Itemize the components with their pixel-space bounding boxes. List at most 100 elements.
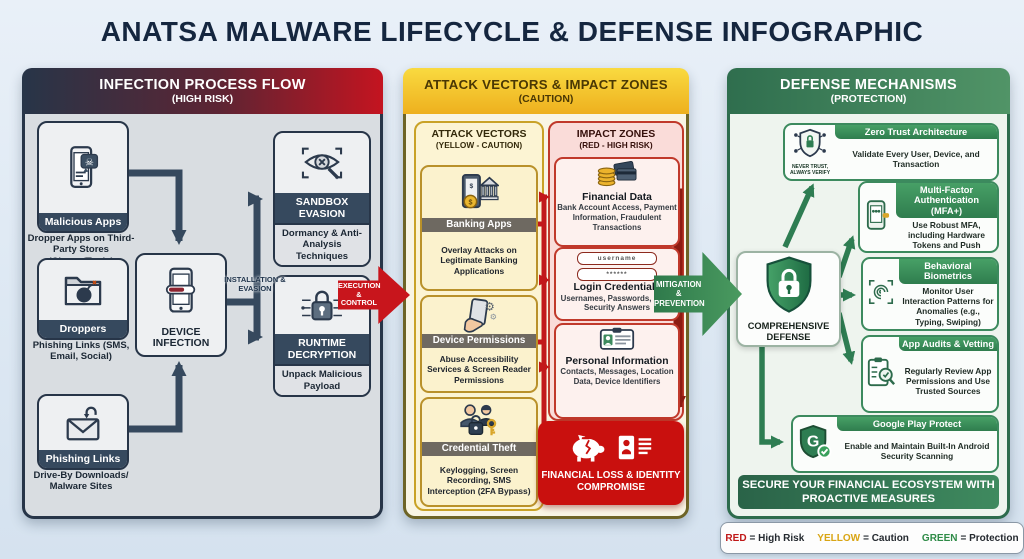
attack-panel-title: ATTACK VECTORS & IMPACT ZONES bbox=[424, 77, 668, 93]
installation-evasion-label: INSTALLATION & EVASION bbox=[224, 275, 286, 293]
legend-red-meaning: = High Risk bbox=[749, 532, 805, 544]
financial-data-label: Financial Data bbox=[582, 192, 652, 203]
attack-panel: ATTACK VECTORS & IMPACT ZONES (CAUTION) … bbox=[403, 68, 689, 519]
svg-text:⚙: ⚙ bbox=[490, 313, 497, 322]
zero-trust-label: Zero Trust Architecture bbox=[835, 125, 997, 140]
phishing-links-icon bbox=[39, 396, 127, 450]
zero-trust-card: NEVER TRUST, ALWAYS VERIFY Zero Trust Ar… bbox=[783, 123, 999, 181]
banking-apps-caption: Overlay Attacks on Legitimate Banking Ap… bbox=[440, 244, 518, 276]
credential-theft-caption: Keylogging, Screen Recording, SMS Interc… bbox=[427, 464, 531, 496]
mfa-icon bbox=[866, 199, 890, 236]
legend-item-yellow: YELLOW = Caution bbox=[817, 533, 909, 544]
defense-panel-header: DEFENSE MECHANISMS (PROTECTION) bbox=[727, 68, 1010, 114]
play-protect-shield-icon: G bbox=[798, 424, 832, 465]
device-infection-icon bbox=[137, 255, 225, 327]
fingerprint-icon bbox=[867, 278, 895, 311]
identity-document-icon bbox=[617, 434, 653, 466]
mfa-label: Multi-Factor Authentication (MFA+) bbox=[896, 183, 997, 219]
phishing-links-label: Phishing Links bbox=[39, 449, 127, 468]
legend-yellow-meaning: = Caution bbox=[863, 532, 909, 544]
broken-piggy-bank-icon bbox=[569, 433, 609, 467]
sandbox-evasion-caption: Dormancy & Anti-Analysis Techniques bbox=[275, 222, 369, 265]
device-permissions-icon: ⚙ ⚙ bbox=[422, 297, 536, 334]
runtime-decryption-caption: Unpack Malicious Payload bbox=[275, 364, 369, 395]
droppers-icon bbox=[39, 260, 127, 320]
login-credentials-caption: Usernames, Passwords, PINs, Security Ans… bbox=[560, 293, 674, 313]
zero-trust-caption: Validate Every User, Device, and Transac… bbox=[852, 149, 980, 170]
infection-panel-header: INFECTION PROCESS FLOW (HIGH RISK) bbox=[22, 68, 383, 114]
personal-information-caption: Contacts, Messages, Location Data, Devic… bbox=[560, 367, 674, 387]
app-audits-caption: Regularly Review App Permissions and Use… bbox=[904, 366, 992, 397]
attack-panel-subtitle: (CAUTION) bbox=[518, 92, 574, 105]
phishing-links-caption: Drive-By Downloads/ Malware Sites bbox=[33, 470, 129, 493]
device-permissions-card: ⚙ ⚙ Device Permissions Abuse Accessibili… bbox=[420, 295, 538, 393]
attack-vectors-subtitle: (YELLOW - CAUTION) bbox=[435, 139, 523, 150]
malicious-apps-box: ☠ Malicious Apps bbox=[37, 121, 129, 233]
attack-vectors-title: ATTACK VECTORS bbox=[431, 128, 527, 140]
comprehensive-defense-hub: COMPREHENSIVE DEFENSE bbox=[736, 251, 841, 347]
credential-theft-label: Credential Theft bbox=[422, 441, 536, 457]
page-title: ANATSA MALWARE LIFECYCLE & DEFENSE INFOG… bbox=[100, 16, 924, 47]
infection-panel: INFECTION PROCESS FLOW (HIGH RISK) bbox=[22, 68, 383, 519]
financial-loss-icons bbox=[569, 433, 653, 467]
mitigation-prevention-arrow: MITIGATION & PREVENTION bbox=[654, 252, 742, 336]
sandbox-evasion-icon bbox=[275, 133, 369, 193]
play-protect-caption: Enable and Maintain Built-In Android Sec… bbox=[844, 441, 990, 462]
droppers-box: Droppers bbox=[37, 258, 129, 340]
infection-panel-subtitle: (HIGH RISK) bbox=[171, 93, 234, 106]
phishing-links-box: Phishing Links bbox=[37, 394, 129, 470]
credential-theft-card: Credential Theft Keylogging, Screen Reco… bbox=[420, 397, 538, 507]
password-field-icon: ****** bbox=[577, 267, 657, 281]
username-field-icon: username bbox=[577, 252, 657, 266]
mfa-card: Multi-Factor Authentication (MFA+) Use R… bbox=[858, 181, 999, 253]
banking-apps-icon: $ $ bbox=[422, 167, 536, 218]
droppers-label: Droppers bbox=[39, 319, 127, 338]
app-audits-label: App Audits & Vetting bbox=[899, 337, 997, 352]
runtime-decryption-box: RUNTIME DECRYPTION Unpack Malicious Payl… bbox=[273, 275, 371, 397]
mitigation-prevention-label: MITIGATION & PREVENTION bbox=[654, 279, 705, 308]
svg-text:⚙: ⚙ bbox=[485, 301, 495, 314]
mfa-caption: Use Robust MFA, including Hardware Token… bbox=[908, 220, 985, 251]
login-credentials-label: Login Credentials bbox=[573, 282, 661, 294]
legend-green-word: GREEN bbox=[921, 532, 958, 544]
defense-panel-title: DEFENSE MECHANISMS bbox=[780, 76, 957, 93]
svg-text:G: G bbox=[807, 432, 819, 450]
device-permissions-label: Device Permissions bbox=[422, 333, 536, 349]
impact-zones-title: IMPACT ZONES bbox=[576, 128, 656, 140]
zero-trust-icon bbox=[791, 128, 829, 163]
runtime-decryption-label: RUNTIME DECRYPTION bbox=[275, 334, 369, 365]
behavioral-biometrics-label: Behavioral Biometrics bbox=[899, 259, 997, 284]
financial-data-card: Financial Data Bank Account Access, Paym… bbox=[554, 157, 680, 247]
behavioral-biometrics-caption: Monitor User Interaction Patterns for An… bbox=[902, 286, 994, 327]
comprehensive-defense-label: COMPREHENSIVE DEFENSE bbox=[747, 321, 830, 342]
personal-information-icon bbox=[599, 327, 635, 356]
defense-panel-subtitle: (PROTECTION) bbox=[830, 93, 907, 106]
app-audits-card: App Audits & Vetting Regularly Review Ap… bbox=[861, 335, 999, 413]
sandbox-evasion-label: SANDBOX EVASION bbox=[275, 192, 369, 223]
banking-apps-card: $ $ Banking Apps Overlay Attacks on Legi… bbox=[420, 165, 538, 291]
infection-panel-title: INFECTION PROCESS FLOW bbox=[99, 76, 306, 93]
financial-data-icon bbox=[596, 160, 638, 192]
username-field-text: username bbox=[597, 255, 637, 263]
behavioral-biometrics-card: Behavioral Biometrics Monitor User Inter… bbox=[861, 257, 999, 331]
defense-panel: DEFENSE MECHANISMS (PROTECTION) bbox=[727, 68, 1010, 519]
droppers-caption: Phishing Links (SMS, Email, Social) bbox=[32, 340, 130, 363]
personal-information-label: Personal Information bbox=[565, 356, 669, 367]
malicious-apps-label: Malicious Apps bbox=[39, 212, 127, 231]
legend-item-red: RED = High Risk bbox=[725, 533, 804, 544]
play-protect-label: Google Play Protect bbox=[837, 417, 997, 432]
malicious-apps-icon: ☠ bbox=[39, 123, 127, 213]
legend-item-green: GREEN = Protection bbox=[922, 533, 1019, 544]
svg-text:☠: ☠ bbox=[85, 157, 94, 168]
play-protect-card: G Google Play Protect Enable and Maintai… bbox=[791, 415, 999, 473]
execution-control-arrow: EXECUTION & CONTROL bbox=[338, 266, 410, 324]
personal-information-card: Personal Information Contacts, Messages,… bbox=[554, 323, 680, 419]
password-field-text: ****** bbox=[606, 270, 628, 278]
device-infection-label: DEVICE INFECTION bbox=[152, 325, 210, 350]
zero-trust-badge: NEVER TRUST, ALWAYS VERIFY bbox=[789, 163, 831, 177]
execution-control-label: EXECUTION & CONTROL bbox=[338, 280, 381, 308]
legend-yellow-word: YELLOW bbox=[817, 532, 861, 544]
sandbox-evasion-box: SANDBOX EVASION Dormancy & Anti-Analysis… bbox=[273, 131, 371, 267]
financial-data-caption: Bank Account Access, Payment Information… bbox=[557, 203, 677, 232]
